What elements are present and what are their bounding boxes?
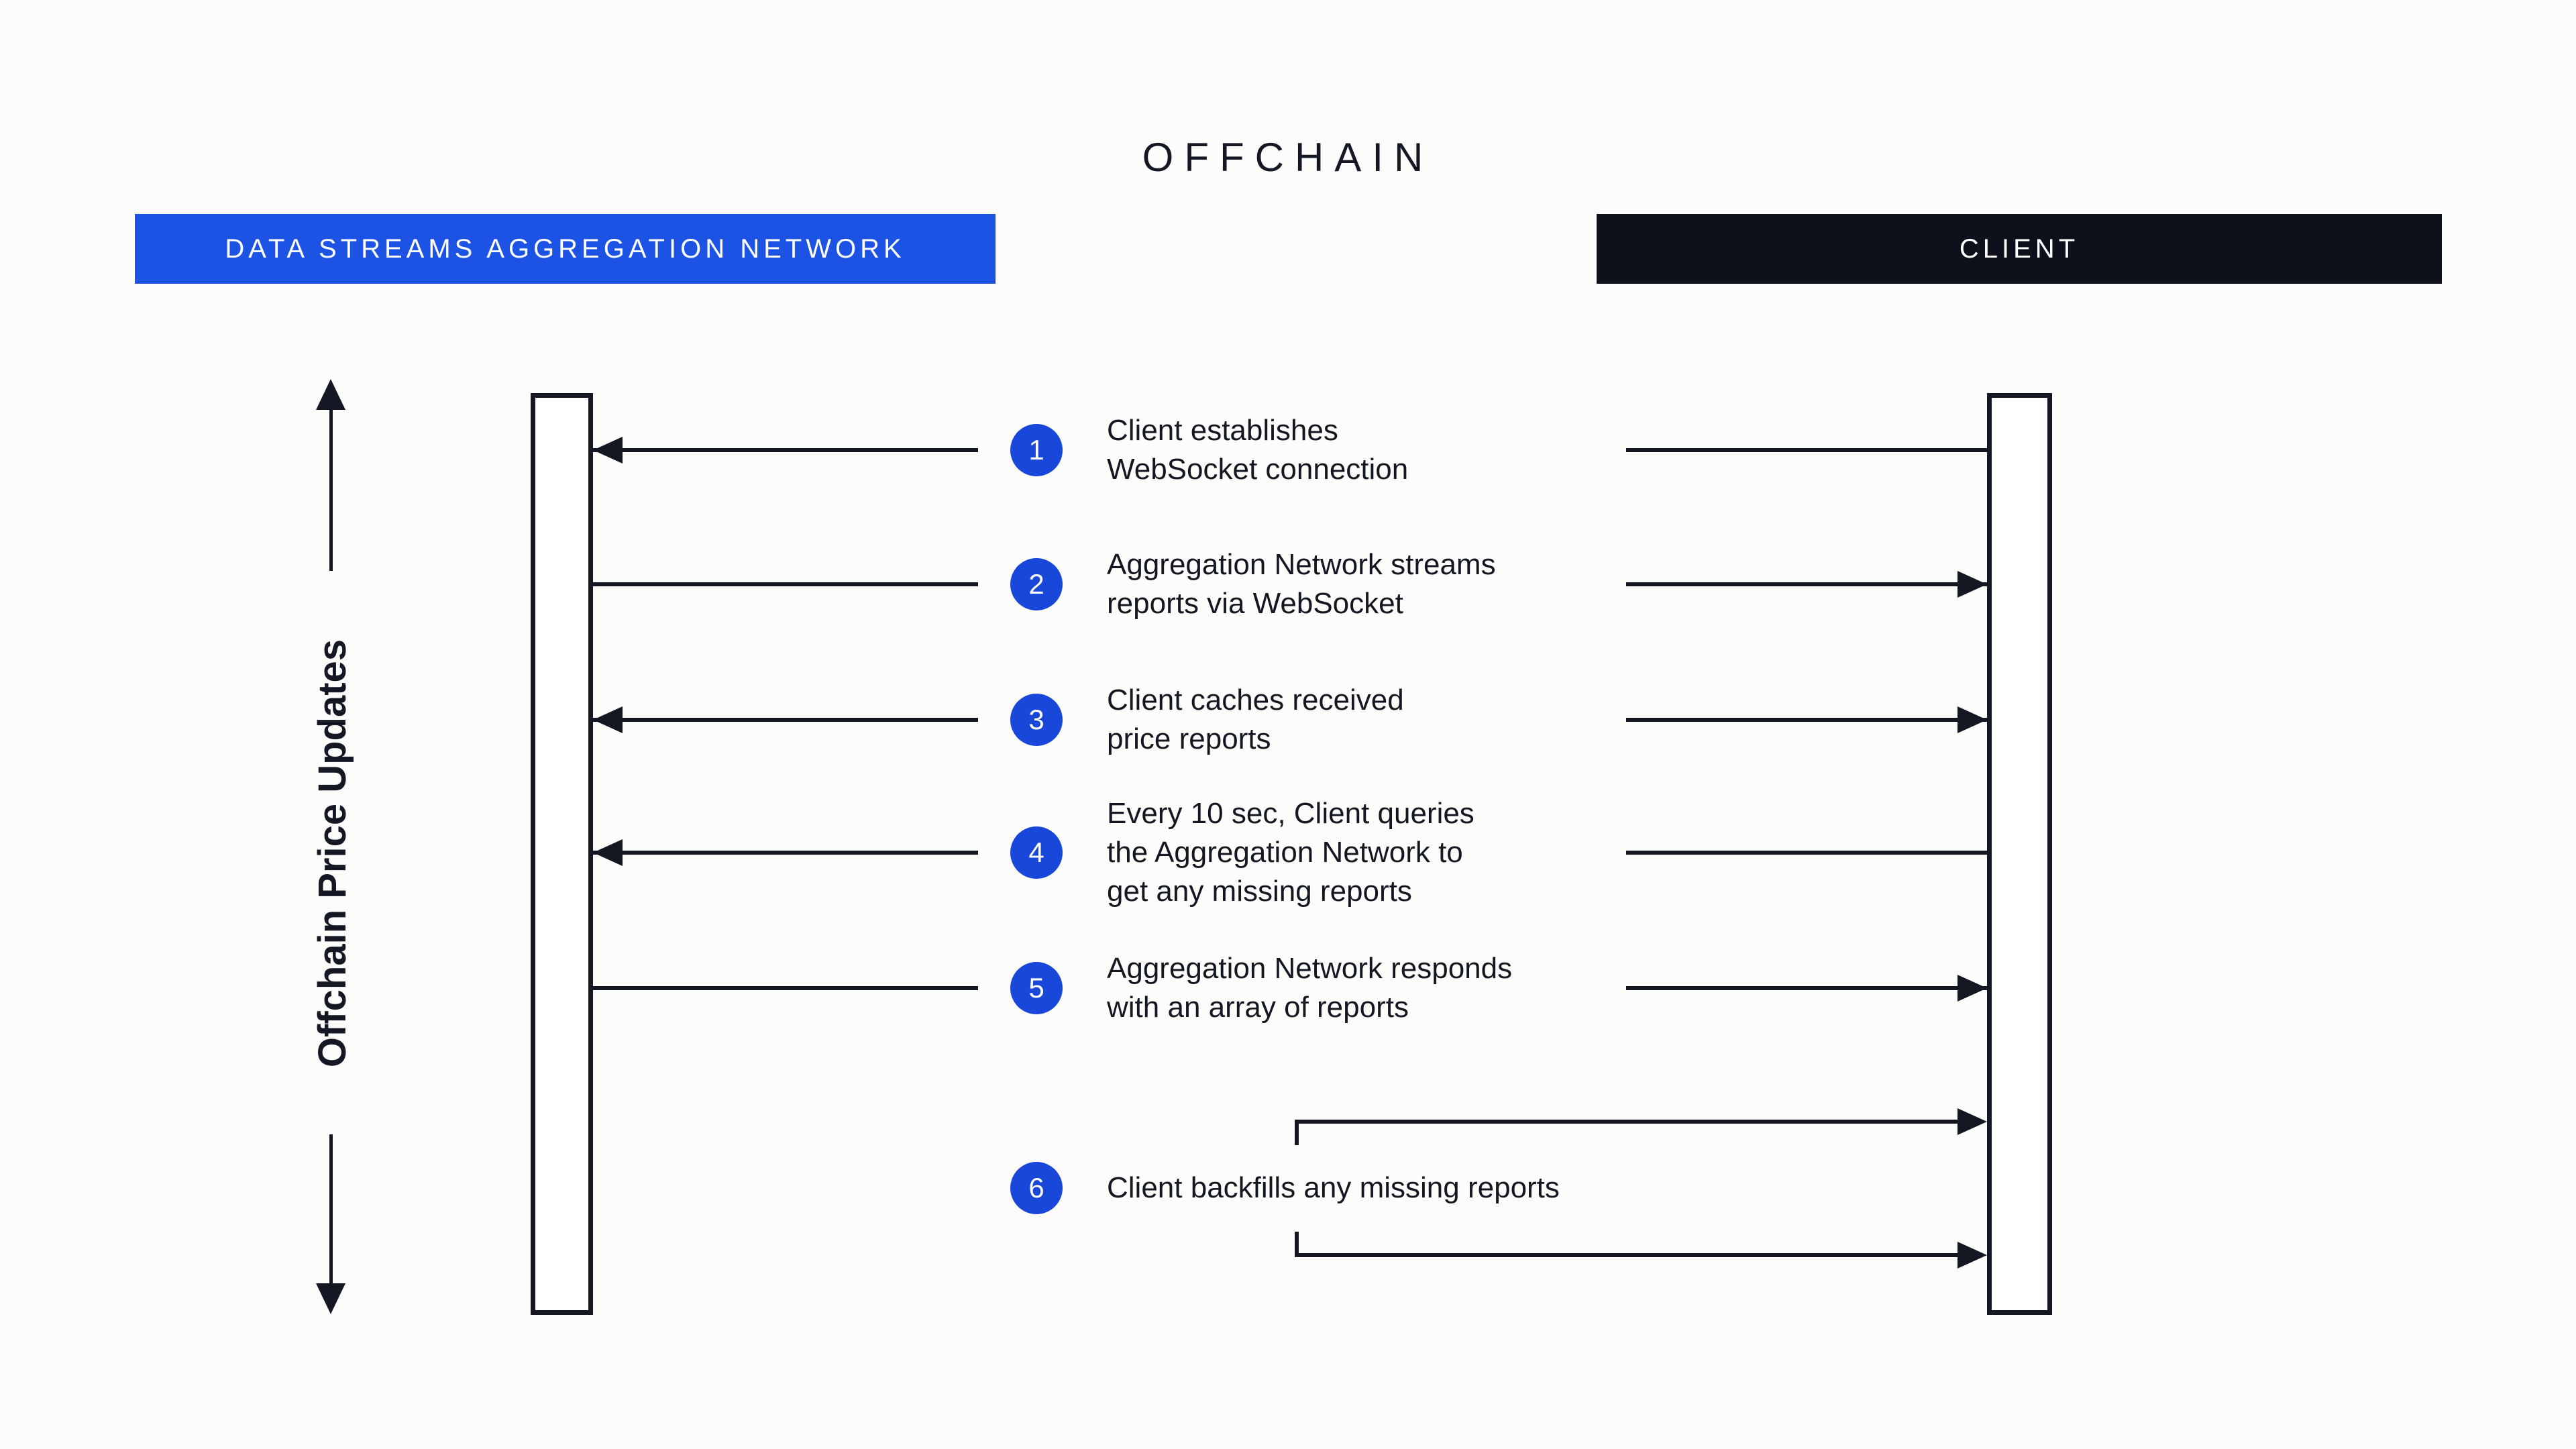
step-description: Client caches received price reports	[1107, 684, 1404, 755]
arrowhead-left-icon	[593, 437, 623, 464]
arrowhead-right-icon	[1957, 571, 1987, 598]
axis-label: Offchain Price Updates	[311, 639, 354, 1068]
step-number-badge: 6	[1010, 1162, 1063, 1214]
step-description: Aggregation Network streams reports via …	[1107, 548, 1496, 620]
arrowhead-right-icon	[1957, 1108, 1987, 1135]
backfill-bottom-line	[1295, 1253, 1966, 1257]
step-number-badge: 1	[1010, 424, 1063, 476]
message-line-right	[1626, 718, 1987, 722]
message-line-right	[1626, 851, 1987, 855]
arrowhead-left-icon	[593, 839, 623, 866]
axis-down-arrowhead-icon	[316, 1283, 345, 1314]
arrowhead-right-icon	[1957, 706, 1987, 733]
message-line-left	[593, 851, 978, 855]
step-description: Aggregation Network responds with an arr…	[1107, 952, 1513, 1024]
aggregation-network-banner: DATA STREAMS AGGREGATION NETWORK	[135, 214, 996, 284]
step-description: Client backfills any missing reports	[1107, 1171, 1560, 1204]
client-banner-label: CLIENT	[1959, 233, 2080, 264]
page-title: OFFCHAIN	[1142, 135, 1434, 180]
aggregation-network-banner-label: DATA STREAMS AGGREGATION NETWORK	[225, 233, 906, 264]
message-line-right	[1626, 986, 1987, 990]
step-description: Every 10 sec, Client queries the Aggrega…	[1107, 797, 1474, 908]
axis-line-bottom	[329, 1134, 333, 1286]
network-lifeline	[531, 393, 593, 1315]
arrowhead-right-icon	[1957, 1242, 1987, 1269]
step-number-badge: 5	[1010, 962, 1063, 1014]
step-number-badge: 3	[1010, 694, 1063, 746]
axis-line-top	[329, 401, 333, 571]
message-line-left	[593, 986, 978, 990]
step-number-badge: 4	[1010, 826, 1063, 879]
message-line-left	[593, 718, 978, 722]
step-description: Client establishes WebSocket connection	[1107, 414, 1409, 486]
message-line-right	[1626, 582, 1987, 586]
arrowhead-right-icon	[1957, 975, 1987, 1002]
backfill-bottom-corner-stub	[1295, 1232, 1299, 1257]
message-line-right	[1626, 448, 1987, 452]
step-number-badge: 2	[1010, 558, 1063, 610]
arrowhead-left-icon	[593, 706, 623, 733]
message-line-left	[593, 582, 978, 586]
message-line-left	[593, 448, 978, 452]
client-banner: CLIENT	[1597, 214, 2442, 284]
backfill-top-line	[1295, 1120, 1966, 1124]
backfill-top-corner-stub	[1295, 1120, 1299, 1145]
client-lifeline	[1987, 393, 2052, 1315]
